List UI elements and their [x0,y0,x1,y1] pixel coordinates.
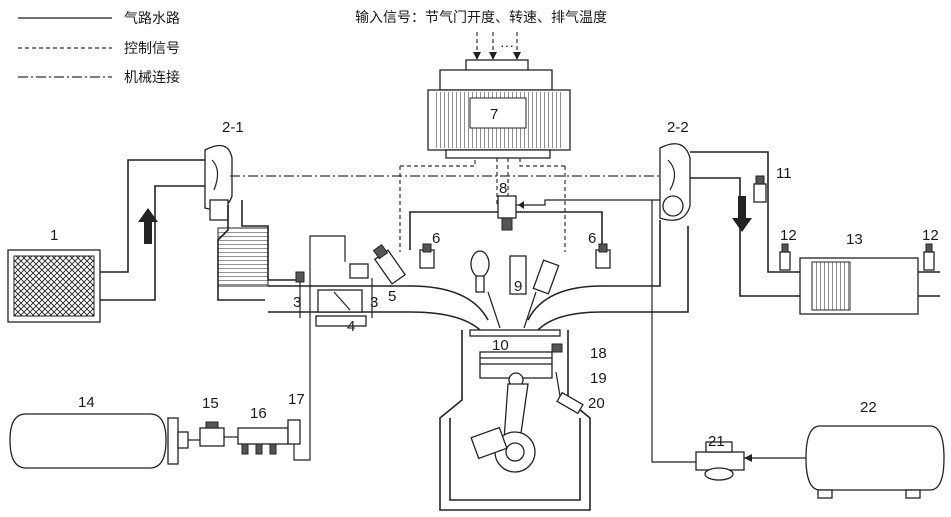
intercooler [218,228,268,286]
label-17: 17 [288,391,305,408]
label-2-1: 2-1 [222,119,244,136]
air-tank-22: 22 [806,399,944,498]
label-5: 5 [388,288,396,305]
label-6b: 6 [588,230,596,247]
legend-gas-water-path: 气路水路 [124,11,180,27]
pressure-regulator-15: 15 [200,395,224,446]
label-7: 7 [490,106,498,123]
turbo-compressor: 2-1 [205,119,244,220]
engine-block: 10 [440,330,590,510]
label-9: 9 [514,278,522,295]
label-1: 1 [50,227,58,244]
legend-control-signal: 控制信号 [124,41,180,57]
sensor-19: 19 [556,370,607,396]
sensor-12-right: 12 [922,227,939,270]
label-15: 15 [202,395,219,412]
sensor-12-left: 12 [780,227,797,270]
catalyst: 13 [800,231,940,314]
label-8: 8 [499,180,507,197]
legend: 气路水路 控制信号 机械连接 [18,11,180,86]
sensor-6-left: 6 [420,230,440,268]
input-signal-title: 输入信号：节气门开度、转速、排气温度 [355,10,607,26]
label-12a: 12 [780,227,797,244]
label-4: 4 [347,318,355,335]
label-13: 13 [846,231,863,248]
throttle-body [318,290,362,312]
svg-text:···: ··· [500,37,514,53]
label-3a: 3 [293,294,301,311]
air-filter: 1 [8,227,100,322]
exhaust-manifold [528,286,602,330]
label-20: 20 [588,395,605,412]
label-10: 10 [492,337,509,354]
label-3b: 3 [370,294,378,311]
sensor-6-right: 6 [588,230,610,268]
spark-plug-injector: 9 [471,251,559,328]
label-18: 18 [590,345,607,362]
ecu-controller: ··· 7 [428,32,570,158]
fuel-rail-16: 16 [238,405,288,454]
label-6a: 6 [432,230,440,247]
fuel-line-to-injector [294,236,345,460]
intake-duct-inner [100,186,205,300]
turbo-turbine: 2-2 [660,119,690,220]
label-12b: 12 [922,227,939,244]
label-21: 21 [708,433,725,450]
label-16: 16 [250,405,267,422]
label-22: 22 [860,399,877,416]
label-2-2: 2-2 [667,119,689,136]
label-11: 11 [776,165,792,182]
legend-mechanical-link: 机械连接 [124,69,180,86]
sensor-11: 11 [754,165,792,202]
throttle-actuator [316,316,366,326]
label-19: 19 [590,370,607,387]
exhaust-pipe [602,220,688,312]
sensor-18: 18 [552,344,607,362]
down-arrow-icon [732,196,752,232]
valve-17: 17 [288,391,305,444]
gas-tank-14: 14 [10,394,166,468]
label-14: 14 [78,394,95,411]
air-regulator-21: 21 [696,433,744,480]
